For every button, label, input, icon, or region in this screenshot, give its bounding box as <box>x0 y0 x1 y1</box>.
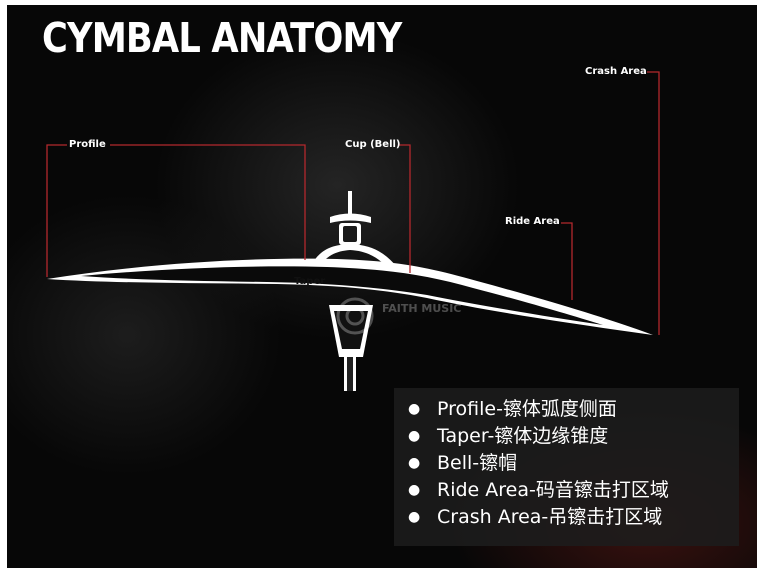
profile-label: Profile <box>69 139 106 150</box>
page-title: CYMBAL ANATOMY <box>42 14 402 62</box>
legend-panel: ● Profile-镲体弧度侧面 ● Taper-镲体边缘锥度 ● Bell-镲帽 ●… <box>394 388 739 546</box>
cymbal-top-hardware <box>330 191 371 245</box>
legend-item: ● Ride Area-码音镲击打区域 <box>394 477 739 504</box>
crash-area-label: Crash Area <box>585 66 647 77</box>
taper-label: Taper <box>294 276 326 287</box>
bullet-dot-icon: ● <box>408 482 421 498</box>
legend-item: ● Crash Area-吊镲击打区域 <box>394 504 739 531</box>
leader-lines <box>46 71 660 335</box>
legend-item-text: Taper-镲体边缘锥度 <box>437 425 609 447</box>
cymbal-stand <box>329 305 373 391</box>
profile-leader-line <box>46 144 67 277</box>
ride-area-leader-line <box>561 222 573 300</box>
bullet-dot-icon: ● <box>408 428 421 444</box>
cup-bell-label: Cup (Bell) <box>345 139 401 150</box>
bullet-dot-icon: ● <box>408 455 421 471</box>
legend-item: ● Taper-镲体边缘锥度 <box>394 423 739 450</box>
legend-item-text: Bell-镲帽 <box>437 452 518 474</box>
watermark-logo-icon <box>336 297 374 335</box>
legend-item-text: Crash Area-吊镲击打区域 <box>437 506 663 528</box>
profile-leader-line-right <box>110 144 306 260</box>
diagram-canvas: CYMBAL ANATOMY Profile <box>7 5 757 568</box>
bullet-dot-icon: ● <box>408 401 421 417</box>
watermark: FAITH MUSIC <box>332 296 461 340</box>
legend-list: ● Profile-镲体弧度侧面 ● Taper-镲体边缘锥度 ● Bell-镲帽 ●… <box>394 388 739 531</box>
legend-item-text: Ride Area-码音镲击打区域 <box>437 479 669 501</box>
legend-item: ● Profile-镲体弧度侧面 <box>394 396 739 423</box>
crash-area-leader-line <box>647 71 660 335</box>
legend-item: ● Bell-镲帽 <box>394 450 739 477</box>
ride-area-label: Ride Area <box>505 216 560 227</box>
watermark-text: FAITH MUSIC <box>382 302 462 315</box>
bullet-dot-icon: ● <box>408 509 421 525</box>
legend-item-text: Profile-镲体弧度侧面 <box>437 398 617 420</box>
cymbal-diagram <box>46 71 660 391</box>
cup-leader-line <box>399 144 411 273</box>
